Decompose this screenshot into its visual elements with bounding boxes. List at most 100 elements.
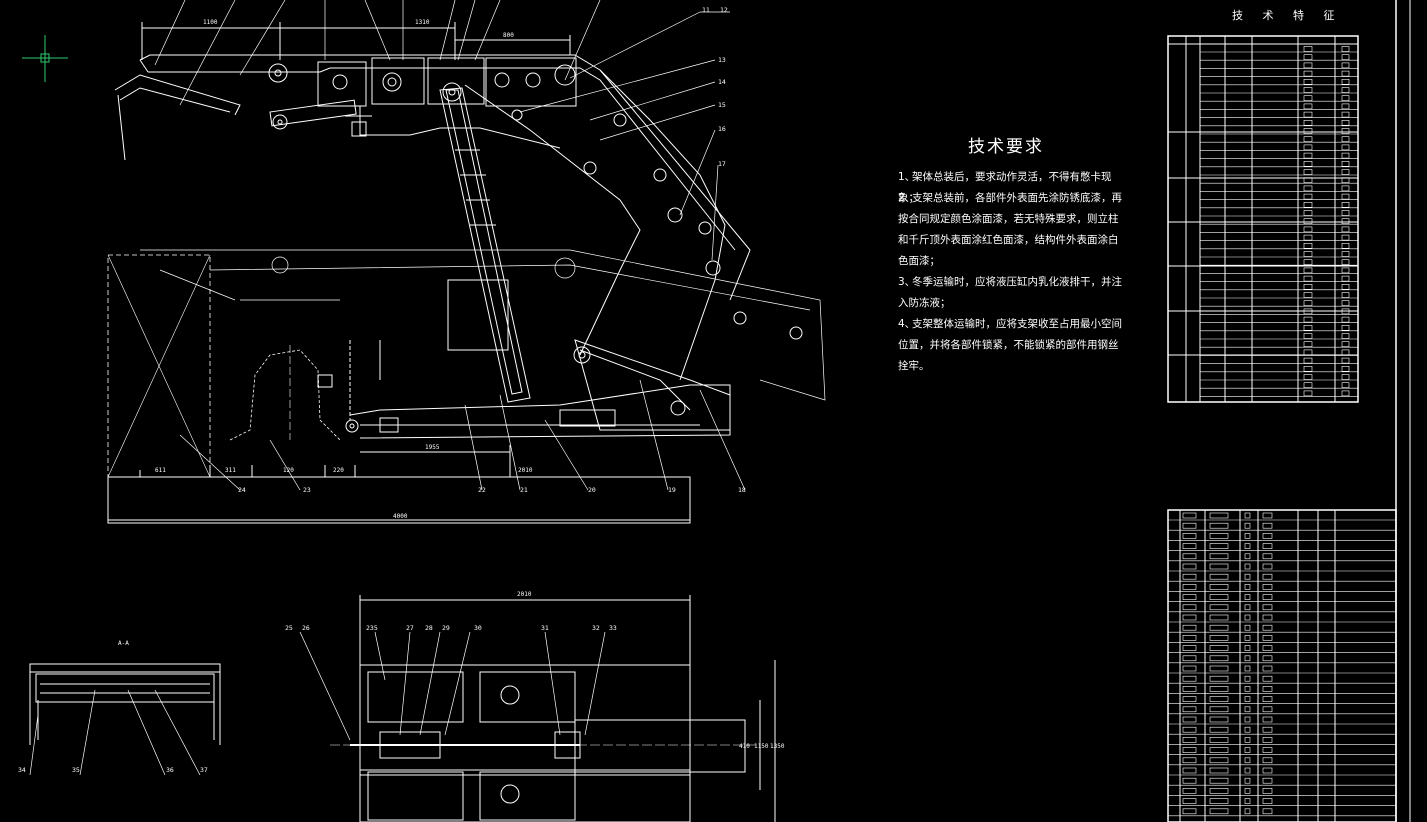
table-cell-mark: [1262, 788, 1273, 794]
table-cell-mark: [1341, 390, 1350, 397]
table-cell-mark: [1209, 696, 1229, 702]
table-cell-mark: [1262, 594, 1273, 600]
tech-item-3: 3、冬季运输时，应将液压缸内乳化液排干，并注入防冻液；: [898, 272, 1128, 314]
table-cell-mark: [1341, 349, 1350, 356]
table-cell-mark: [1182, 747, 1197, 753]
table-cell-mark: [1262, 696, 1273, 702]
tech-item-1: 1、架体总装后，要求动作灵活，不得有憋卡现象；: [898, 167, 1128, 209]
table-cell-mark: [1262, 584, 1273, 590]
table-cell-mark: [1341, 308, 1350, 315]
table-cell-mark: [1341, 275, 1350, 282]
table-cell-mark: [1303, 185, 1313, 192]
table-cell-mark: [1262, 563, 1273, 570]
table-cell-mark: [1244, 798, 1251, 804]
table-cell-mark: [1303, 333, 1313, 339]
callout-31: 31: [541, 624, 549, 632]
table-cell-mark: [1341, 267, 1350, 274]
callout-35: 35: [72, 766, 80, 774]
table-cell-mark: [1209, 522, 1229, 529]
table-cell-mark: [1262, 767, 1273, 774]
table-cell-mark: [1262, 512, 1273, 519]
table-cell-mark: [1303, 103, 1313, 110]
table-cell-mark: [1303, 128, 1313, 134]
table-cell-mark: [1262, 686, 1273, 692]
callout-235: 235: [366, 624, 378, 632]
table-cell-mark: [1262, 573, 1273, 580]
table-cell-mark: [1209, 635, 1229, 641]
table-cell-mark: [1182, 706, 1197, 713]
table-cell-mark: [1182, 563, 1197, 570]
table-cell-mark: [1341, 341, 1350, 348]
tech-item-text: 冬季运输时，应将液压缸内乳化液排干，并注入防冻液；: [898, 276, 1122, 309]
section-label: A-A: [118, 640, 129, 647]
table-cell-mark: [1341, 128, 1350, 134]
table-cell-mark: [1209, 553, 1229, 560]
dim-top-mid: 1310: [415, 19, 430, 26]
callout-27: 27: [406, 624, 414, 632]
table-cell-mark: [1303, 382, 1313, 389]
table-cell-mark: [1303, 144, 1313, 151]
table-cell-mark: [1209, 645, 1229, 651]
table-cell-mark: [1341, 111, 1350, 118]
table-cell-mark: [1262, 808, 1273, 815]
table-cell-mark: [1341, 283, 1350, 290]
table-cell-mark: [1303, 365, 1313, 372]
table-cell-mark: [1182, 533, 1197, 539]
callout-12: 12: [720, 6, 728, 14]
table-cell-mark: [1244, 808, 1251, 815]
tech-item-number: 2、: [898, 192, 916, 204]
table-cell-mark: [1341, 193, 1350, 200]
tech-item-text: 支架整体运输时，应将支架收至占用最小空间位置，并将各部件锁紧，不能锁紧的部件用钢…: [898, 318, 1122, 372]
callout-23: 23: [303, 486, 311, 494]
callout-24: 24: [238, 486, 246, 494]
tech-item-4: 4、支架整体运输时，应将支架收至占用最小空间位置，并将各部件锁紧，不能锁紧的部件…: [898, 314, 1128, 377]
table-cell-mark: [1182, 614, 1197, 621]
table-cell-mark: [1303, 349, 1313, 356]
table-cell-mark: [1209, 737, 1229, 743]
table-cell-mark: [1303, 193, 1313, 200]
table-cell-mark: [1182, 624, 1197, 631]
table-cell-mark: [1209, 788, 1229, 794]
table-cell-mark: [1303, 267, 1313, 274]
table-cell-mark: [1182, 635, 1197, 641]
table-cell-mark: [1303, 226, 1313, 233]
table-cell-mark: [1262, 706, 1273, 713]
table-cell-mark: [1244, 737, 1251, 743]
callout-18: 18: [738, 486, 746, 494]
table-cell-mark: [1182, 665, 1197, 672]
callout-34: 34: [18, 766, 26, 774]
table-cell-mark: [1262, 665, 1273, 672]
table-cell-mark: [1244, 614, 1251, 621]
dim-base-total: 4000: [393, 513, 408, 520]
table-cell-mark: [1209, 686, 1229, 692]
table-cell-mark: [1303, 95, 1313, 101]
table-cell-mark: [1303, 341, 1313, 348]
table-cell-mark: [1209, 614, 1229, 621]
table-cell-mark: [1209, 604, 1229, 611]
table-cell-mark: [1303, 374, 1313, 380]
dim-top-left: 1100: [203, 19, 218, 26]
callout-37: 37: [200, 766, 208, 774]
table-cell-mark: [1209, 757, 1229, 764]
table-cell-mark: [1244, 573, 1251, 580]
table-cell-mark: [1303, 275, 1313, 282]
callout-33: 33: [609, 624, 617, 632]
table-cell-mark: [1262, 675, 1273, 682]
table-cell-mark: [1262, 624, 1273, 631]
table-cell-mark: [1182, 777, 1197, 784]
table-cell-mark: [1303, 79, 1313, 85]
table-cell-mark: [1209, 573, 1229, 580]
table-cell-mark: [1209, 726, 1229, 733]
table-cell-mark: [1341, 316, 1350, 323]
callout-32: 32: [592, 624, 600, 632]
table-cell-mark: [1341, 333, 1350, 339]
table-cell-mark: [1341, 251, 1350, 257]
table-cell-mark: [1182, 645, 1197, 651]
table-cell-mark: [1182, 655, 1197, 662]
table-cell-mark: [1303, 62, 1313, 69]
dim-plan-total: 2010: [517, 591, 532, 598]
table-cell-mark: [1209, 584, 1229, 590]
table-cell-mark: [1182, 675, 1197, 682]
callout-22: 22: [478, 486, 486, 494]
table-cell-mark: [1244, 686, 1251, 692]
